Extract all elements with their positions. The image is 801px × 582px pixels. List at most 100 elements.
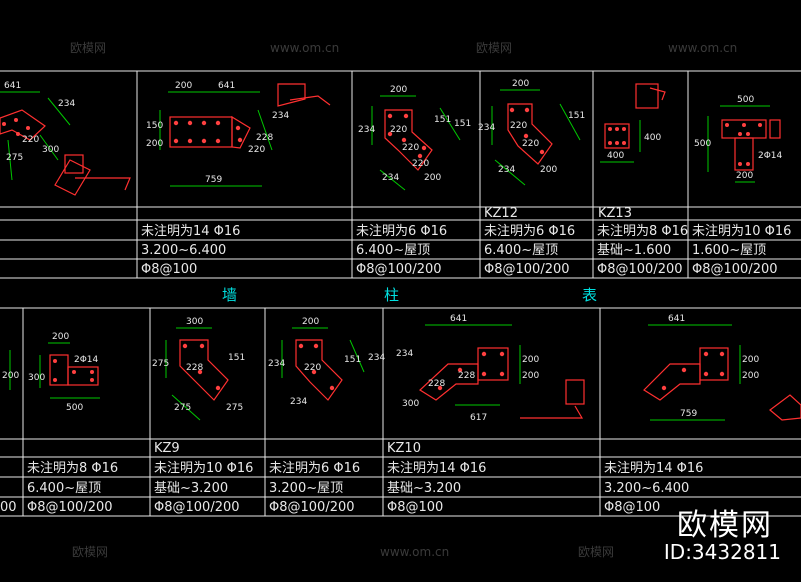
dim-label: 400 bbox=[644, 133, 661, 143]
dim-label: 500 bbox=[66, 403, 83, 413]
dim-label: 200 bbox=[2, 371, 19, 381]
dim-label: 759 bbox=[205, 175, 222, 185]
section-top-5: 500 500 2Φ14 200 bbox=[694, 95, 783, 183]
section-top-2: 200 234 151 151 220 220 220 200 234 bbox=[358, 85, 471, 191]
dim-label: 220 bbox=[402, 143, 419, 153]
elevation: 基础~1.600 bbox=[597, 243, 671, 258]
dim-label: 759 bbox=[680, 409, 697, 419]
dim-label: 151 bbox=[228, 353, 245, 363]
stirrup: Φ8@100/200 bbox=[356, 262, 442, 277]
dim-label: 300 bbox=[28, 373, 45, 383]
dim-label: 641 bbox=[450, 314, 467, 324]
dim-label: 2Φ14 bbox=[758, 151, 783, 161]
stirrup: Φ8@100 bbox=[604, 500, 660, 515]
dim-label: 234 bbox=[382, 173, 399, 183]
dim-label: 151 bbox=[568, 111, 585, 121]
watermark-brand: 欧模网 bbox=[677, 508, 773, 543]
column-name: KZ9 bbox=[154, 441, 180, 456]
dim-label: 220 bbox=[390, 125, 407, 135]
elevation: 6.400~屋顶 bbox=[27, 481, 101, 496]
table-title-char: 墙 bbox=[222, 286, 237, 304]
section-bottom-3: 200 234 151 234 234 220 bbox=[268, 317, 385, 407]
dim-label: 641 bbox=[4, 81, 21, 91]
watermark-brand-ghost: 欧模网 bbox=[578, 545, 614, 559]
dim-label: 2Φ14 bbox=[74, 355, 99, 365]
dim-label: 300 bbox=[402, 399, 419, 409]
rebar-note: 未注明为6 Φ16 bbox=[269, 461, 360, 476]
elevation: 3.200~屋顶 bbox=[269, 481, 343, 496]
elevation: 6.400~屋顶 bbox=[484, 243, 558, 258]
dim-label: 234 bbox=[368, 353, 385, 363]
section-bottom-5: 641 200 200 759 bbox=[643, 314, 801, 421]
dim-label: 200 bbox=[742, 371, 759, 381]
section-bottom-2: 300 275 228 151 275 275 bbox=[152, 317, 245, 421]
rebar-note: 未注明为10 Φ16 bbox=[154, 461, 253, 476]
dim-label: 234 bbox=[58, 99, 75, 109]
dim-label: 220 bbox=[22, 135, 39, 145]
dim-label: 228 bbox=[256, 133, 273, 143]
dim-label: 200 bbox=[512, 79, 529, 89]
rebar-note: 未注明为10 Φ16 bbox=[692, 224, 791, 239]
dim-label: 228 bbox=[458, 371, 475, 381]
watermark-brand-ghost: 欧模网 bbox=[72, 545, 108, 559]
elevation: 3.200~6.400 bbox=[604, 481, 689, 496]
dim-label: 200 bbox=[522, 355, 539, 365]
dim-label: 617 bbox=[470, 413, 487, 423]
stirrup: 00 bbox=[0, 500, 17, 515]
dim-label: 200 bbox=[742, 355, 759, 365]
section-bottom-1: 200 2Φ14 300 500 bbox=[28, 332, 100, 413]
dim-label: 200 bbox=[736, 171, 753, 181]
stirrup: Φ8@100/200 bbox=[484, 262, 570, 277]
dim-label: 151 bbox=[434, 115, 451, 125]
table-title-char: 表 bbox=[582, 286, 597, 304]
dim-label: 220 bbox=[248, 145, 265, 155]
elevation: 6.400~屋顶 bbox=[356, 243, 430, 258]
section-top-4: 400 400 bbox=[600, 83, 666, 163]
dim-label: 200 bbox=[390, 85, 407, 95]
dim-label: 228 bbox=[428, 379, 445, 389]
watermark-site: www.om.cn bbox=[380, 545, 449, 559]
elevation: 基础~3.200 bbox=[387, 481, 461, 496]
stirrup: Φ8@100 bbox=[141, 262, 197, 277]
dim-label: 275 bbox=[174, 403, 191, 413]
dim-label: 641 bbox=[218, 81, 235, 91]
dim-label: 228 bbox=[186, 363, 203, 373]
column-name: KZ12 bbox=[484, 206, 518, 221]
dim-label: 200 bbox=[175, 81, 192, 91]
dim-label: 151 bbox=[344, 355, 361, 365]
table-title-char: 柱 bbox=[384, 286, 399, 304]
dim-label: 200 bbox=[540, 165, 557, 175]
dim-label: 275 bbox=[152, 359, 169, 369]
watermark-id: ID:3432811 bbox=[663, 540, 781, 564]
dim-label: 200 bbox=[302, 317, 319, 327]
watermark-brand-ghost: 欧模网 bbox=[70, 41, 106, 55]
section-bottom-4: 641 234 228 228 200 200 300 617 bbox=[396, 314, 585, 423]
dim-label: 234 bbox=[396, 349, 413, 359]
dim-label: 200 bbox=[522, 371, 539, 381]
rebar-note: 未注明为6 Φ16 bbox=[356, 224, 447, 239]
dim-label: 234 bbox=[478, 123, 495, 133]
dim-label: 220 bbox=[522, 139, 539, 149]
watermark-brand-ghost: 欧模网 bbox=[476, 41, 512, 55]
dim-label: 200 bbox=[52, 332, 69, 342]
dim-label: 150 bbox=[146, 121, 163, 131]
dim-label: 234 bbox=[358, 125, 375, 135]
dim-label: 300 bbox=[186, 317, 203, 327]
stirrup: Φ8@100/200 bbox=[692, 262, 778, 277]
watermark-site: www.om.cn bbox=[270, 41, 339, 55]
section-top-3: 200 151 234 220 220 234 200 bbox=[478, 79, 585, 186]
column-name: KZ10 bbox=[387, 441, 421, 456]
dim-label: 151 bbox=[454, 119, 471, 129]
dim-label: 300 bbox=[42, 145, 59, 155]
stirrup: Φ8@100/200 bbox=[597, 262, 683, 277]
dim-label: 234 bbox=[498, 165, 515, 175]
dim-label: 275 bbox=[226, 403, 243, 413]
dim-label: 234 bbox=[290, 397, 307, 407]
dim-label: 200 bbox=[424, 173, 441, 183]
elevation: 基础~3.200 bbox=[154, 481, 228, 496]
stirrup: Φ8@100 bbox=[387, 500, 443, 515]
dim-label: 220 bbox=[510, 121, 527, 131]
dim-label: 220 bbox=[304, 363, 321, 373]
table-grid bbox=[0, 70, 801, 517]
